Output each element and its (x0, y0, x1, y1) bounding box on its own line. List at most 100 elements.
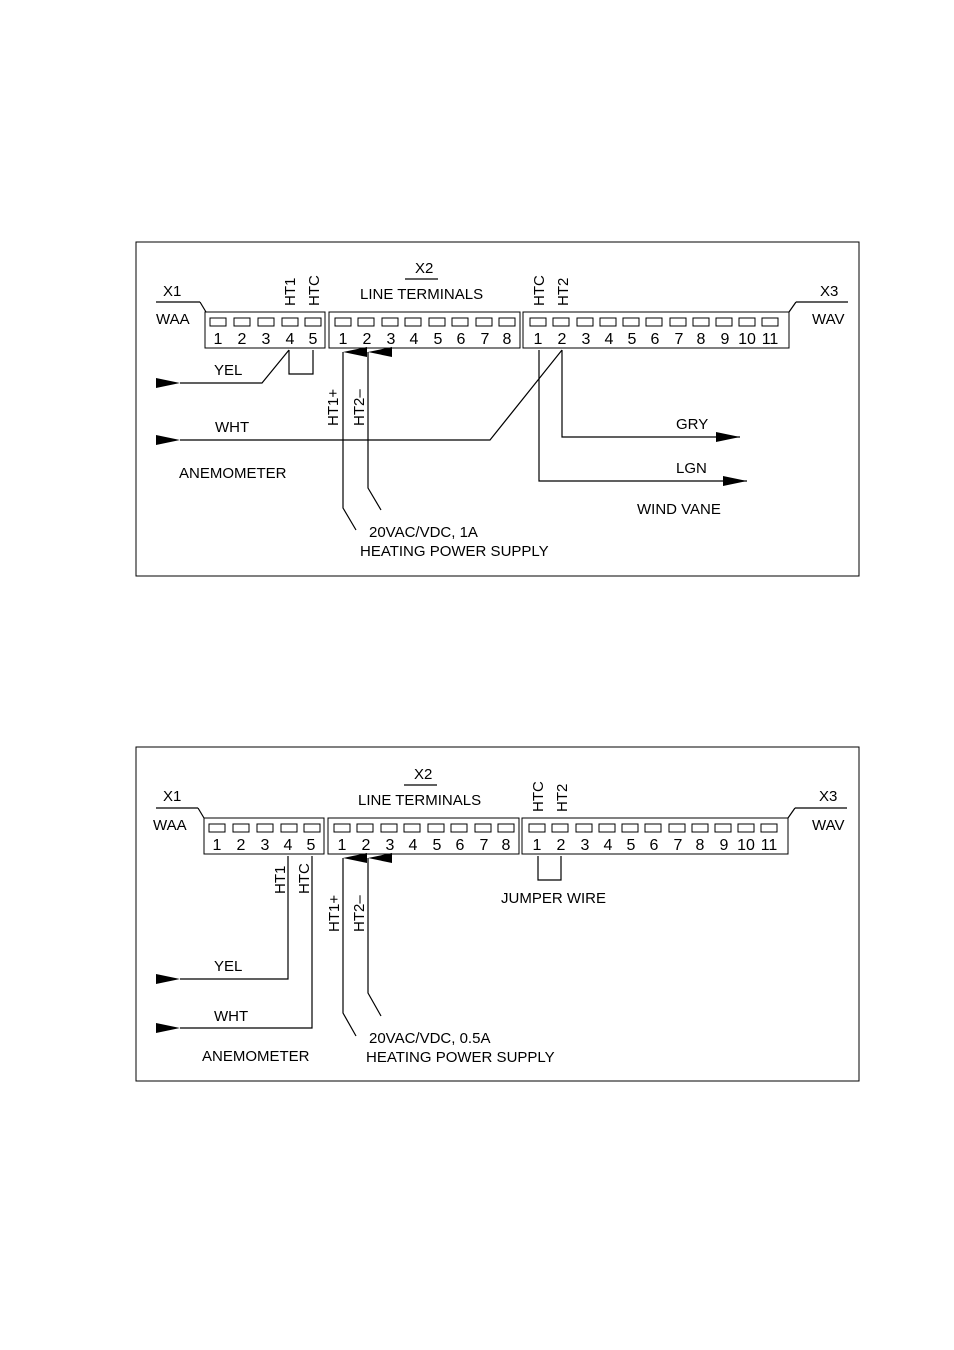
x1-pin: 4 (284, 837, 293, 854)
wire-ht2-minus (367, 853, 392, 1017)
wire-wht (156, 856, 313, 1033)
x1-pin-label-htc: HTC (296, 863, 313, 894)
terminal-block-x1 (204, 311, 326, 349)
diagram-frame (135, 746, 860, 1082)
x3-pin: 7 (674, 837, 683, 854)
x2-pin: 7 (481, 331, 490, 348)
x1-pin: 1 (213, 837, 222, 854)
device-label-anemometer: ANEMOMETER (179, 465, 287, 482)
x2-title: LINE TERMINALS (360, 286, 483, 303)
wire-yel (156, 349, 290, 388)
jumper-x1-4-5 (288, 350, 314, 375)
wire-label-gry: GRY (676, 416, 708, 433)
connector-x3: X3 WAV 1 2 3 4 5 6 7 8 9 (522, 275, 848, 349)
terminal-block-x3 (521, 817, 789, 855)
x1-pin: 2 (238, 331, 247, 348)
x1-pin: 3 (261, 837, 270, 854)
x2-slots (334, 317, 516, 327)
x3-pin: 1 (534, 331, 543, 348)
x3-pin: 7 (675, 331, 684, 348)
wire-lgn (538, 350, 747, 486)
jumper-label: JUMPER WIRE (501, 890, 606, 907)
x3-pin: 9 (720, 837, 729, 854)
jumper-x3-1-2 (537, 856, 562, 881)
terminal-block-x1 (203, 817, 325, 855)
x3-pin: 1 (533, 837, 542, 854)
x1-pin: 2 (237, 837, 246, 854)
x3-name: X3 (820, 283, 838, 300)
x3-pin: 10 (738, 331, 756, 348)
wire-ht2-minus (367, 347, 392, 511)
x3-pin-label-htc: HTC (531, 275, 548, 306)
wire-wht (156, 349, 563, 445)
x1-pin: 4 (286, 331, 295, 348)
supply-title: HEATING POWER SUPPLY (360, 543, 549, 560)
device-label-wind-vane: WIND VANE (637, 501, 721, 518)
x3-pin: 5 (628, 331, 637, 348)
x1-sub: WAA (153, 817, 187, 834)
connector-x2: X2 LINE TERMINALS 1 2 3 4 5 6 7 8 (328, 260, 521, 349)
diagram-2: X1 WAA 1 2 3 4 5 HT1 HTC X2 LIN (135, 746, 860, 1082)
supply-title: HEATING POWER SUPPLY (366, 1049, 555, 1066)
x2-pin: 4 (409, 837, 418, 854)
diagram-frame (135, 241, 860, 577)
terminal-block-x2 (327, 817, 520, 855)
x2-pin: 8 (502, 837, 511, 854)
x1-pin: 3 (262, 331, 271, 348)
x3-name: X3 (819, 788, 837, 805)
wire-label-lgn: LGN (676, 460, 707, 477)
x2-pin: 6 (457, 331, 466, 348)
x3-pin: 8 (696, 837, 705, 854)
wire-gry (561, 350, 740, 442)
x1-pin-label-ht1: HT1 (272, 866, 289, 894)
x3-pin: 6 (650, 837, 659, 854)
x1-sub: WAA (156, 311, 190, 328)
x3-pin-label-ht2: HT2 (555, 278, 572, 306)
wire-ht1-plus (342, 347, 367, 531)
x3-pin: 6 (651, 331, 660, 348)
x1-pin: 1 (214, 331, 223, 348)
x2-pin: 3 (386, 837, 395, 854)
x2-pin: 2 (363, 331, 372, 348)
x3-pin: 2 (558, 331, 567, 348)
x1-slots (209, 317, 322, 327)
x2-pin: 3 (387, 331, 396, 348)
x2-pin-label-ht2-minus: HT2– (351, 389, 368, 426)
x2-pin: 2 (362, 837, 371, 854)
x1-name: X1 (163, 788, 181, 805)
x3-pin: 5 (627, 837, 636, 854)
x1-pin-label-htc: HTC (306, 275, 323, 306)
supply-rating: 20VAC/VDC, 0.5A (369, 1030, 490, 1047)
wire-label-wht: WHT (214, 1008, 248, 1025)
x1-name: X1 (163, 283, 181, 300)
x3-pin: 11 (761, 837, 778, 854)
x3-pin: 3 (581, 837, 590, 854)
x3-pin-label-htc: HTC (530, 781, 547, 812)
x2-slots (333, 823, 515, 833)
x3-pin: 4 (605, 331, 614, 348)
device-label-anemometer: ANEMOMETER (202, 1048, 310, 1065)
x2-pin: 1 (338, 837, 347, 854)
wire-label-wht: WHT (215, 419, 249, 436)
supply-rating: 20VAC/VDC, 1A (369, 524, 478, 541)
x2-pin: 1 (339, 331, 348, 348)
connector-x3: X3 WAV 1 2 3 4 5 6 7 8 9 (521, 781, 847, 855)
x3-pin: 8 (697, 331, 706, 348)
x1-pin: 5 (307, 837, 316, 854)
x3-slots (529, 317, 779, 327)
connector-x2: X2 LINE TERMINALS 1 2 3 4 5 6 7 8 (327, 766, 520, 855)
connector-x1: X1 WAA 1 2 3 4 5 HT1 HTC (156, 275, 326, 349)
x3-pin: 9 (721, 331, 730, 348)
diagram-1: X1 WAA 1 2 3 4 5 HT1 HTC X2 LIN (135, 241, 860, 577)
x2-pin-label-ht2-minus: HT2– (351, 895, 368, 932)
x2-pin: 5 (434, 331, 443, 348)
connector-x1: X1 WAA 1 2 3 4 5 HT1 HTC (153, 788, 325, 894)
x2-pin: 5 (433, 837, 442, 854)
x3-slots (528, 823, 778, 833)
x3-pin: 4 (604, 837, 613, 854)
terminal-block-x2 (328, 311, 521, 349)
x1-pin: 5 (309, 331, 318, 348)
wire-label-yel: YEL (214, 362, 242, 379)
x3-pin: 3 (582, 331, 591, 348)
